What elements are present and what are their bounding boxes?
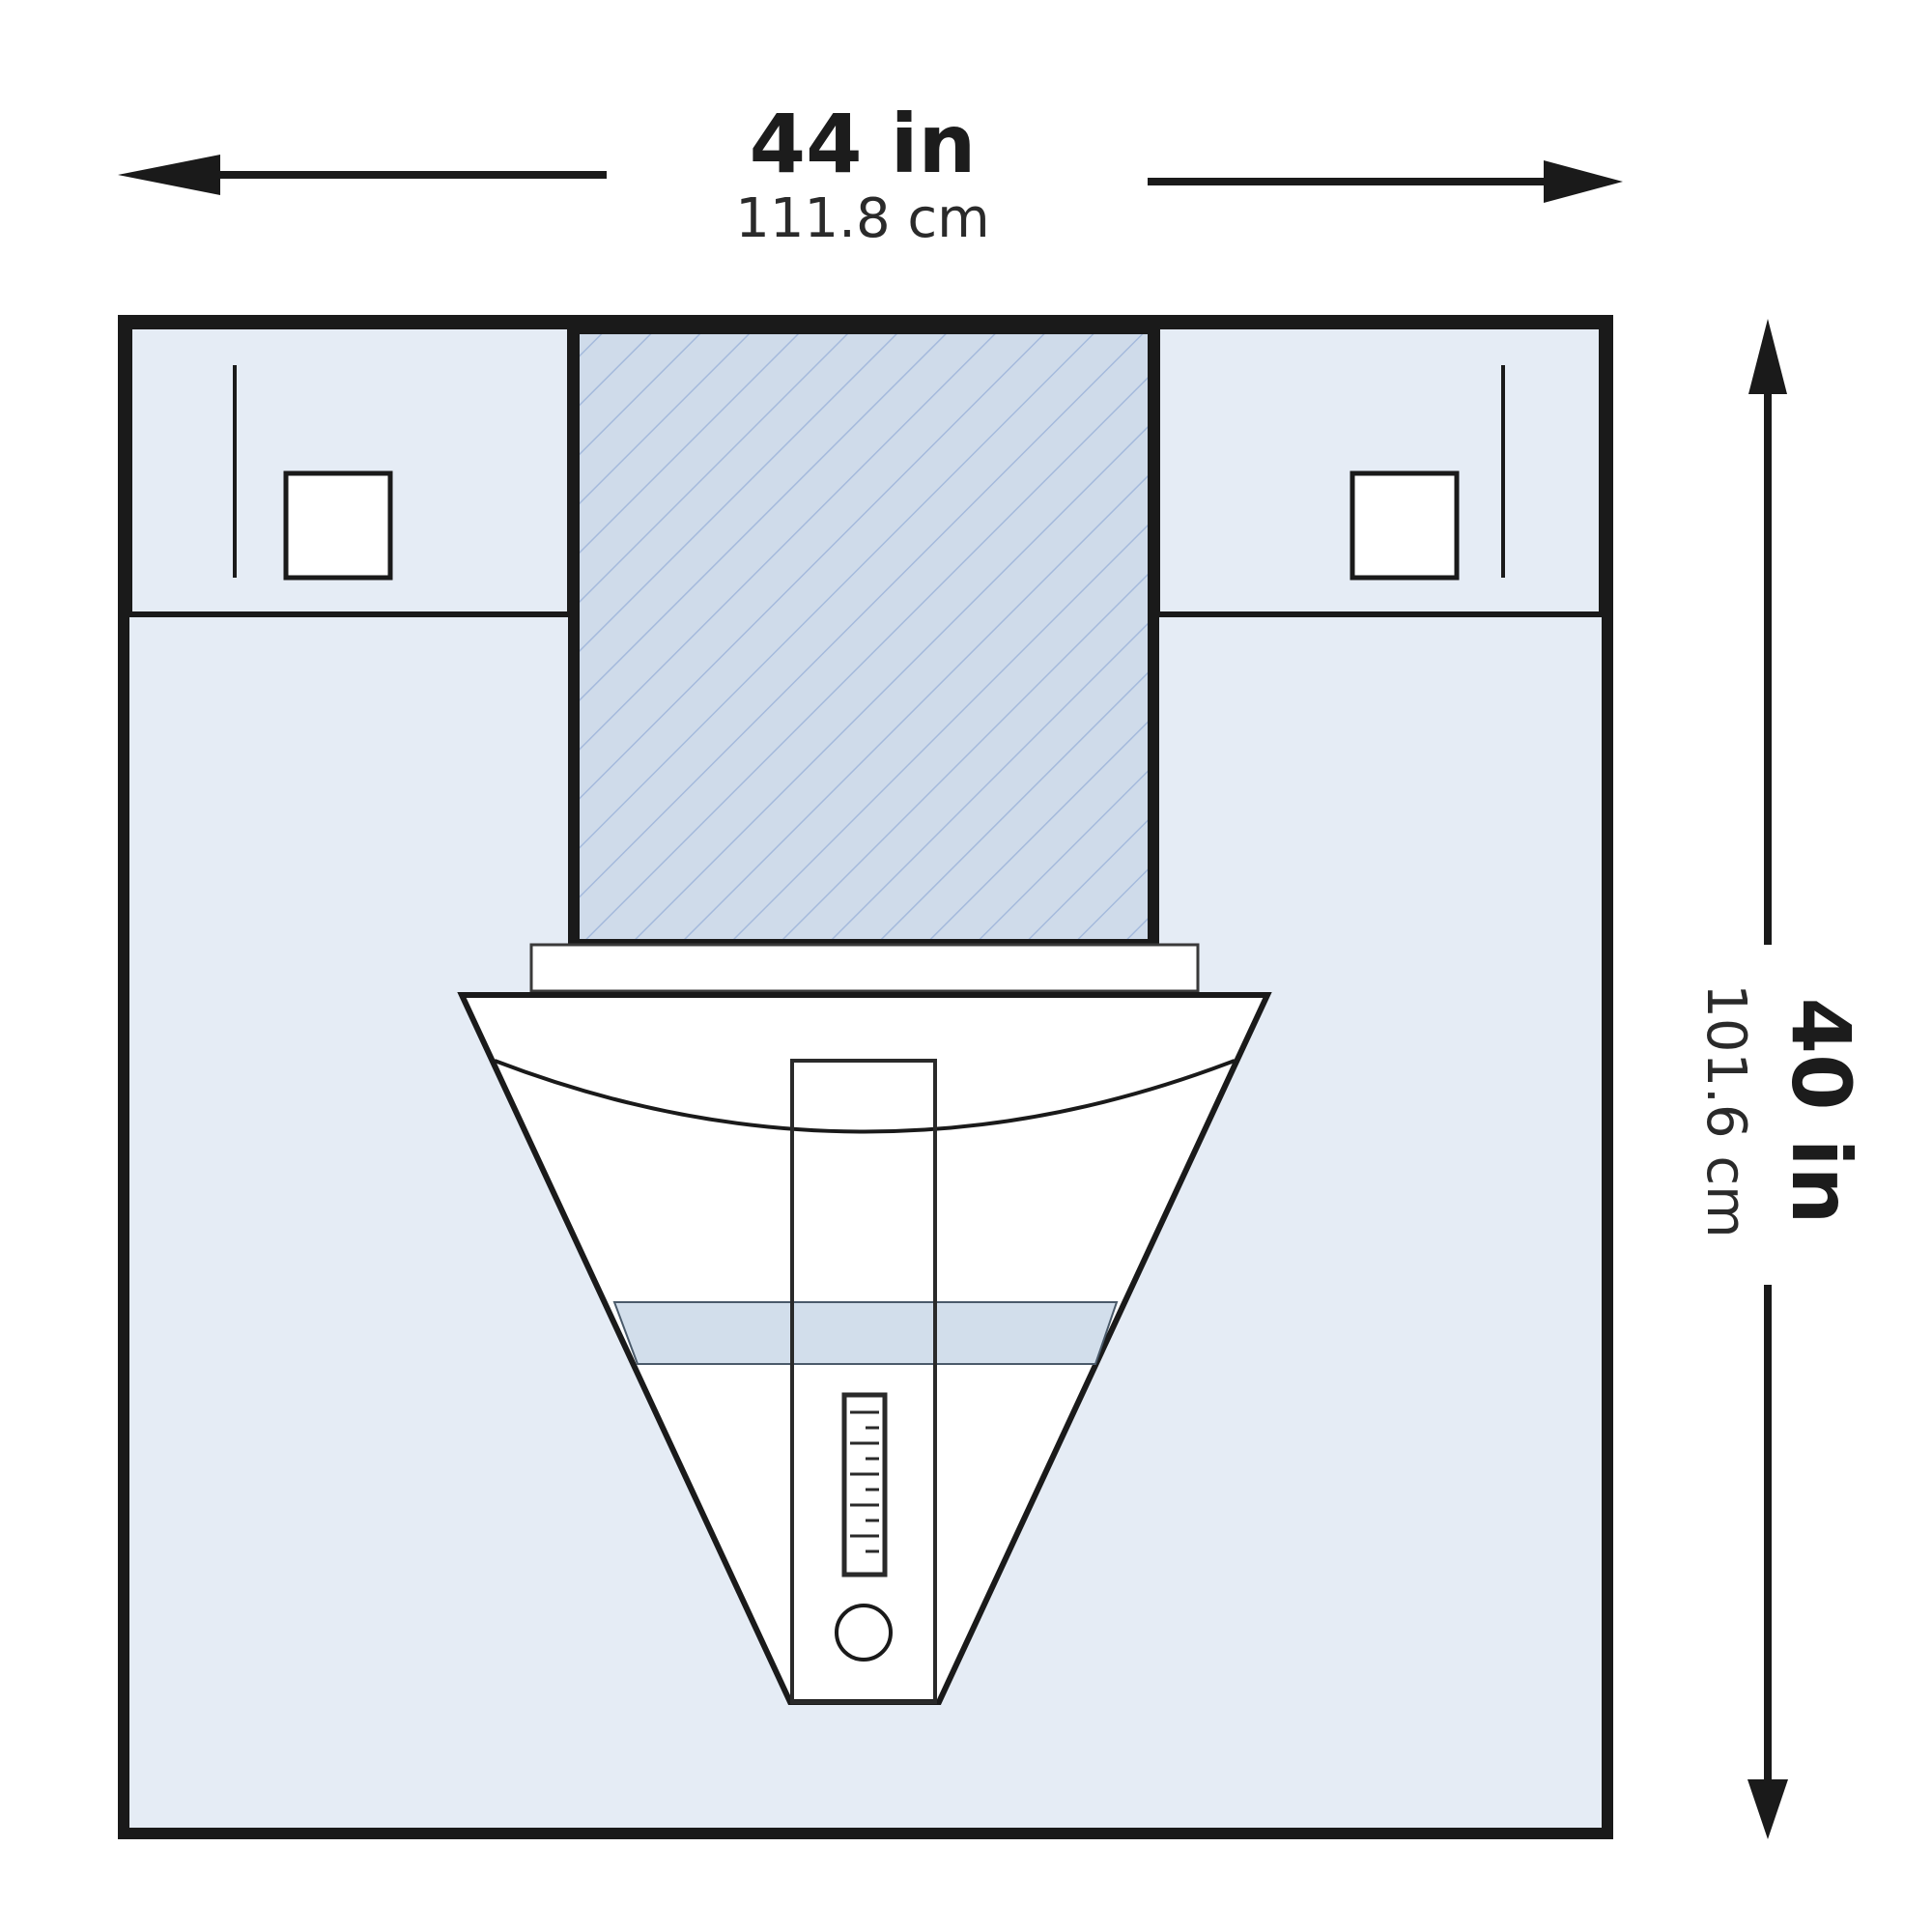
volume-scale-ticks (850, 1410, 879, 1553)
drainage-port-icon (835, 1604, 893, 1662)
width-arrow-right-head (1544, 160, 1623, 203)
height-primary-label: 40 in (1774, 998, 1868, 1225)
volume-scale-icon (841, 1392, 888, 1577)
pouch-band (612, 1301, 1119, 1365)
height-dimension: 40 in 101.6 cm (1694, 319, 1868, 1839)
height-arrow-bottom-head (1747, 1779, 1788, 1839)
width-secondary-label: 111.8 cm (735, 187, 989, 250)
width-primary-label: 44 in (750, 97, 977, 191)
drape (118, 315, 1613, 1839)
height-arrow-top-head (1748, 319, 1787, 394)
pouch-rim-curve (494, 1059, 1236, 1134)
width-dimension: 44 in 111.8 cm (118, 97, 1623, 250)
drainage-tube (790, 1059, 937, 1704)
right-tab-square (1350, 470, 1460, 581)
fenestration-hatch (574, 328, 1153, 945)
left-tab-square (283, 470, 393, 581)
height-secondary-label: 101.6 cm (1694, 983, 1757, 1237)
pouch-collar (529, 943, 1200, 993)
width-arrow-left-head (118, 155, 220, 195)
